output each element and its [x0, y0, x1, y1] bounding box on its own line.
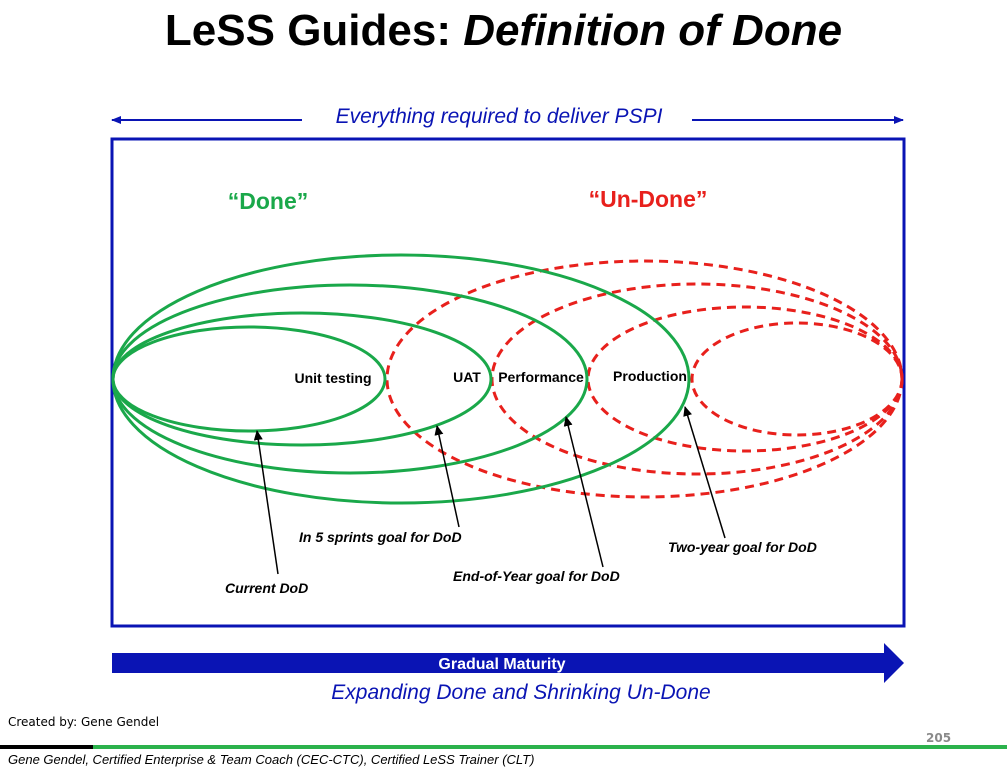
current-dod-arrow — [253, 430, 279, 575]
created-by: Created by: Gene Gendel — [8, 715, 160, 729]
done-label: “Done” — [228, 188, 309, 214]
undone-ellipse-4 — [690, 321, 904, 437]
maturity-arrow — [112, 643, 904, 683]
stage-unit-testing: Unit testing — [295, 370, 372, 386]
footer-rule-black — [0, 745, 93, 749]
goal-five-sprints: In 5 sprints goal for DoD — [299, 529, 462, 545]
stage-production: Production — [613, 368, 687, 384]
footer-rule-green — [93, 745, 1007, 749]
stage-performance: Performance — [498, 369, 584, 385]
subtitle: Expanding Done and Shrinking Un-Done — [331, 681, 710, 704]
done-ellipse-two-year — [111, 253, 691, 505]
goal-end-of-year: End-of-Year goal for DoD — [453, 568, 620, 584]
footer-credits: Gene Gendel, Certified Enterprise & Team… — [8, 752, 535, 767]
undone-ellipses — [385, 259, 904, 499]
two-year-arrow — [683, 406, 726, 539]
goal-two-year: Two-year goal for DoD — [668, 539, 817, 555]
stage-uat: UAT — [453, 369, 481, 385]
end-of-year-arrow — [563, 416, 604, 568]
scope-label: Everything required to deliver PSPI — [336, 105, 663, 128]
five-sprints-arrow — [434, 425, 460, 528]
goal-current-dod: Current DoD — [225, 580, 308, 596]
done-ellipses — [111, 253, 691, 505]
undone-label: “Un-Done” — [589, 186, 708, 212]
page-number: 205 — [926, 731, 952, 745]
title-plain: LeSS Guides: — [164, 6, 464, 55]
maturity-label: Gradual Maturity — [438, 656, 565, 673]
title-italic: Definition of Done — [463, 6, 843, 55]
slide-title: LeSS Guides: Definition of Done — [0, 6, 1007, 56]
